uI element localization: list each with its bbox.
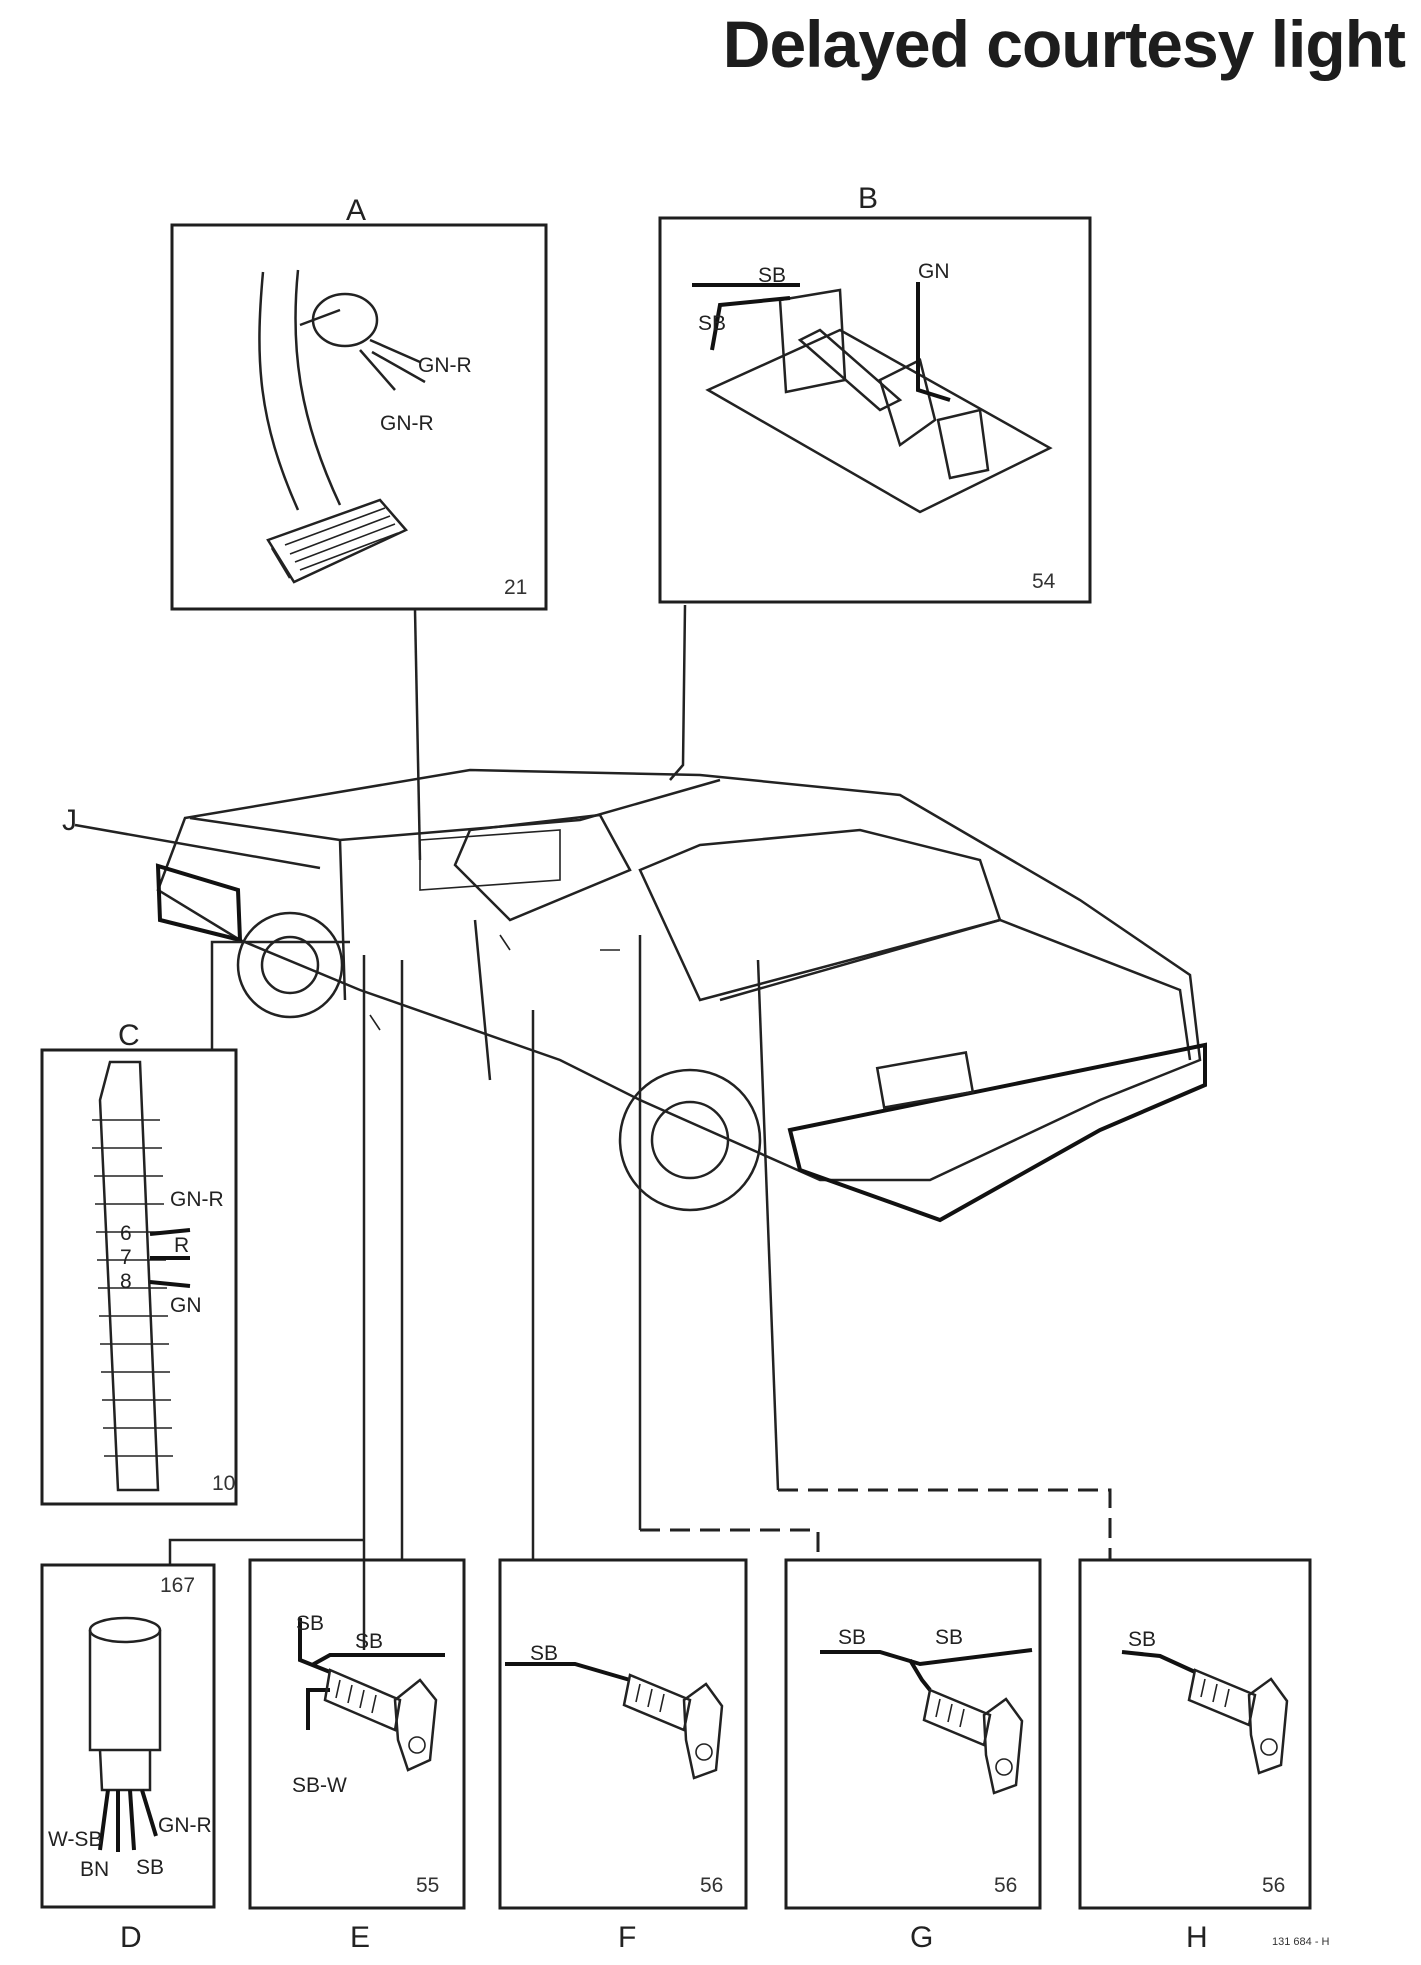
panel-g-letter: G <box>910 1921 933 1954</box>
panel-g-page-ref: 56 <box>994 1874 1017 1897</box>
panel-d-page-ref: 167 <box>160 1574 195 1597</box>
panel-d-wire-3: BN <box>80 1858 109 1881</box>
panel-d-wire-1: W-SB <box>48 1828 102 1851</box>
panel-c: C 6 7 8 GN-R R GN 10 <box>40 1019 238 1506</box>
handbrake-switch-illustration <box>692 282 1053 514</box>
door-switch-h-illustration <box>1121 1650 1289 1775</box>
relay-illustration <box>88 1616 162 1852</box>
panel-b-wire-1: SB <box>758 264 786 287</box>
panel-a: A GN-R GN-R 21 <box>170 194 548 611</box>
panel-h-wire-1: SB <box>1128 1628 1156 1651</box>
panel-c-wire-3: GN <box>170 1294 202 1317</box>
panel-c-wire-2: R <box>174 1234 189 1257</box>
door-switch-e-illustration <box>298 1618 445 1772</box>
car-callout-j: J <box>62 804 77 837</box>
panel-a-page-ref: 21 <box>504 576 527 599</box>
panel-c-letter: C <box>118 1019 140 1052</box>
panel-b-wire-3: GN <box>918 260 950 283</box>
panel-d-wire-4: SB <box>136 1856 164 1879</box>
panel-f: SB 56 F <box>498 1558 748 1954</box>
panel-e-frame <box>248 1558 466 1910</box>
panel-c-page-ref: 10 <box>212 1472 235 1495</box>
panel-e: SB SB SB-W 55 E <box>248 1558 466 1954</box>
panel-a-wire-1: GN-R <box>418 354 472 377</box>
page-title: Delayed courtesy light <box>722 7 1406 81</box>
panel-c-frame <box>40 1048 238 1506</box>
panel-d-letter: D <box>120 1921 142 1954</box>
panel-h: SB 56 H <box>1078 1558 1312 1954</box>
panel-e-wire-3: SB-W <box>292 1774 347 1797</box>
panel-b-letter: B <box>858 182 878 215</box>
panel-e-wire-1: SB <box>296 1612 324 1635</box>
panel-h-page-ref: 56 <box>1262 1874 1285 1897</box>
panel-e-page-ref: 55 <box>416 1874 439 1897</box>
panel-a-wire-2: GN-R <box>380 412 434 435</box>
panel-f-frame <box>498 1558 748 1910</box>
panel-c-terminal-8: 8 <box>120 1270 132 1293</box>
panel-h-frame <box>1078 1558 1312 1910</box>
brake-pedal-illustration <box>258 269 426 584</box>
panel-f-letter: F <box>618 1921 636 1954</box>
panel-g-frame <box>784 1558 1042 1910</box>
leader-lines <box>168 604 1112 1650</box>
panel-c-terminal-6: 6 <box>120 1222 132 1245</box>
panel-b: B SB SB GN 54 <box>658 182 1092 604</box>
panel-h-letter: H <box>1186 1921 1208 1954</box>
panel-c-wire-1: GN-R <box>170 1188 224 1211</box>
panel-d-frame <box>40 1563 216 1909</box>
panel-b-wire-2: SB <box>698 312 726 335</box>
door-switch-g-illustration <box>820 1648 1033 1795</box>
panel-g: SB SB 56 G <box>784 1558 1042 1954</box>
panel-f-wire-1: SB <box>530 1642 558 1665</box>
panel-a-letter: A <box>346 194 366 227</box>
panel-g-wire-2: SB <box>935 1626 963 1649</box>
car-illustration <box>74 768 1207 1223</box>
panel-d-wire-2: GN-R <box>158 1814 212 1837</box>
document-reference: 131 684 - H <box>1272 1936 1330 1948</box>
panel-b-page-ref: 54 <box>1032 570 1056 593</box>
panel-e-wire-2: SB <box>355 1630 383 1653</box>
panel-a-frame <box>170 223 548 611</box>
panel-d: 167 W-SB GN-R BN SB D <box>40 1563 216 1954</box>
door-switch-f-illustration <box>505 1662 724 1780</box>
panel-f-page-ref: 56 <box>700 1874 723 1897</box>
panel-e-letter: E <box>350 1921 370 1954</box>
terminal-block-illustration <box>92 1060 191 1492</box>
panel-g-wire-1: SB <box>838 1626 866 1649</box>
panel-b-frame <box>658 216 1092 604</box>
panel-c-terminal-7: 7 <box>120 1246 132 1269</box>
